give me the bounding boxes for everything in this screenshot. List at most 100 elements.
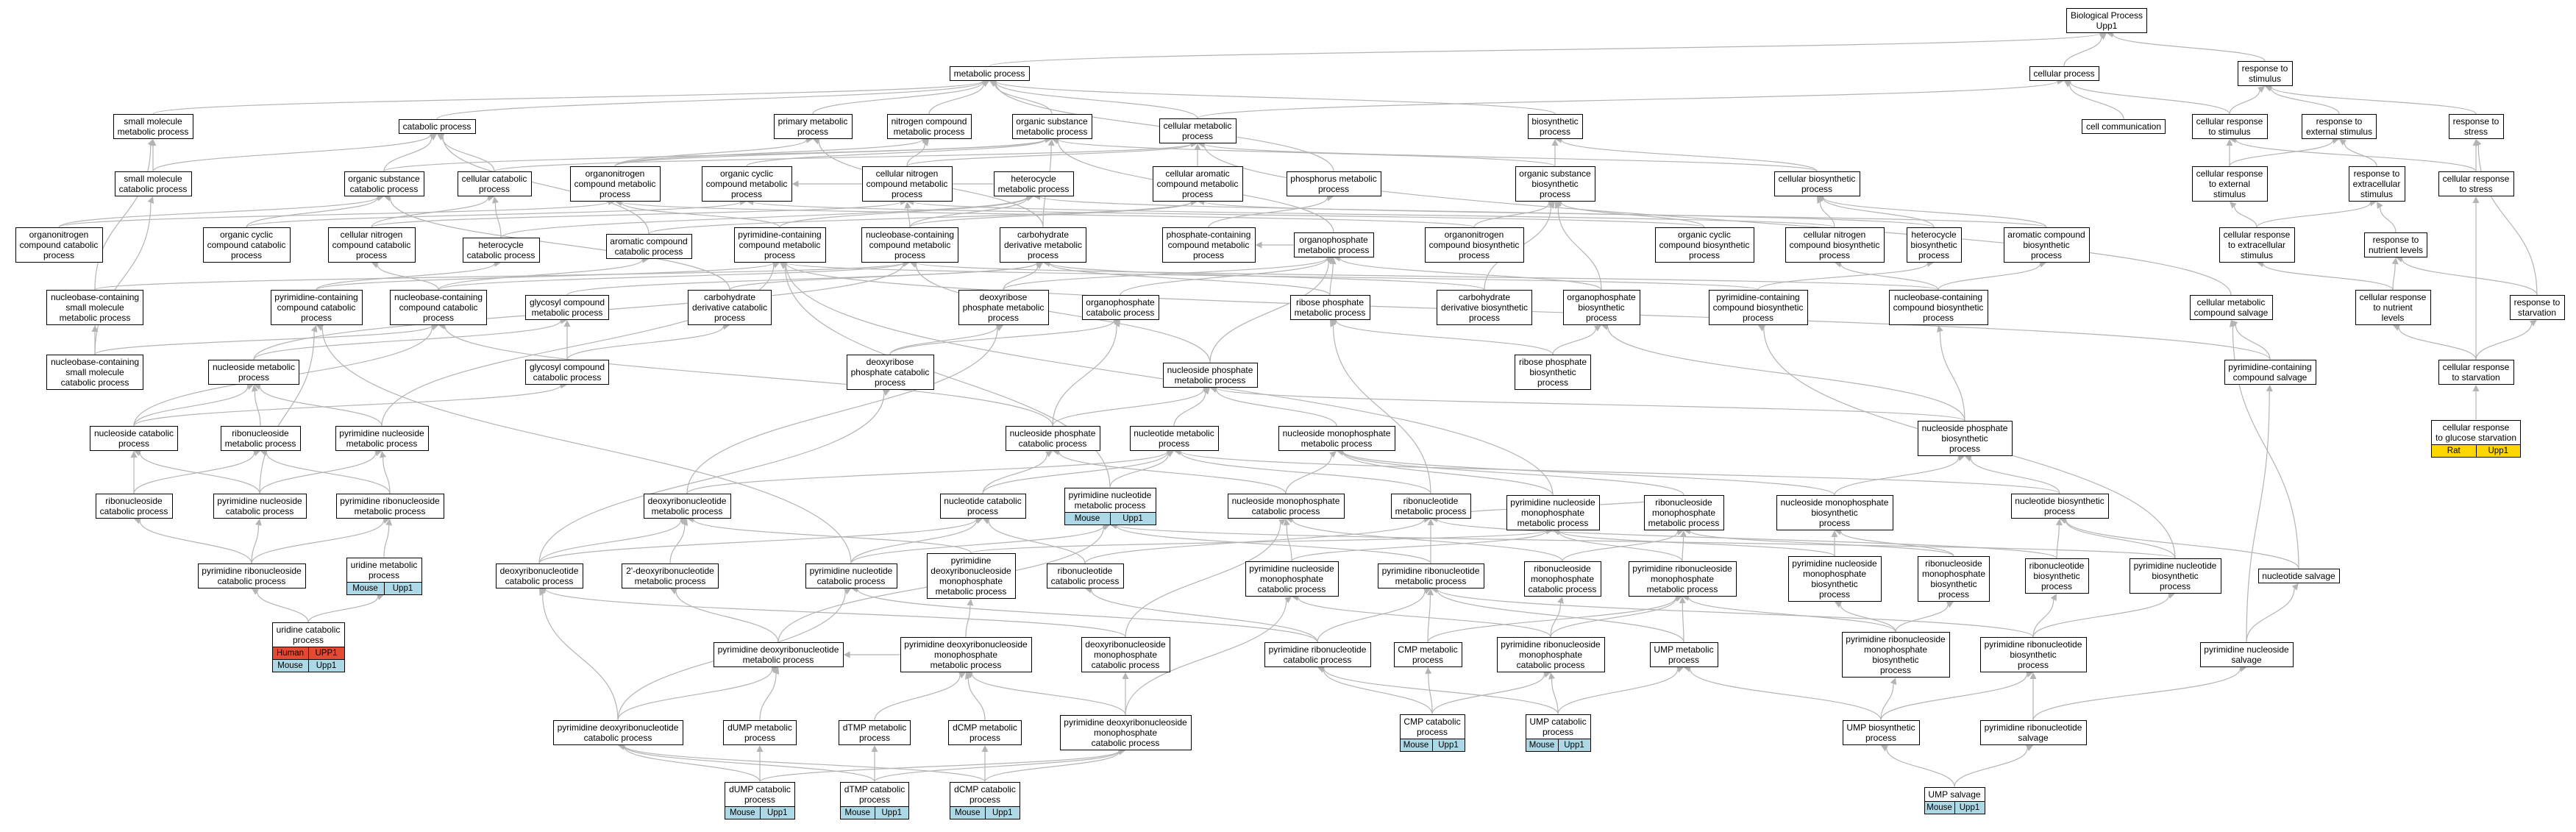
go-term-orgphos-bio[interactable]: organophosphate biosynthetic process	[1562, 290, 1640, 325]
go-term-deoxyribosephos-cat[interactable]: deoxyribose phosphate catabolic process	[846, 355, 934, 390]
go-term-ribonucmonophos-bio[interactable]: ribonucleoside monophosphate biosyntheti…	[1918, 556, 1990, 602]
go-term-pyrdeoxyribonucmonophos-met2[interactable]: pyrimidine deoxyribonucleoside monophosp…	[900, 637, 1032, 672]
go-term-nbcont-met[interactable]: nucleobase-containing compound metabolic…	[861, 227, 958, 263]
go-term-catabolic[interactable]: catabolic process	[398, 119, 476, 134]
go-term-phos-met[interactable]: phosphorus metabolic process	[1286, 171, 1381, 196]
go-term-ribonucleotide-met[interactable]: ribonucleotide metabolic process	[1390, 494, 1471, 519]
go-term-orgsub-cat[interactable]: organic substance catabolic process	[344, 171, 424, 196]
go-term-nucleoside-met[interactable]: nucleoside metabolic process	[208, 360, 299, 385]
go-term-nucmonophos-bio[interactable]: nucleoside monophosphate biosynthetic pr…	[1776, 495, 1893, 530]
go-term-orgsub-met[interactable]: organic substance metabolic process	[1011, 114, 1092, 139]
go-term-pyrribonucmonophos-cat[interactable]: pyrimidine ribonucleoside monophosphate …	[1496, 637, 1605, 672]
go-term-nucmonophos-met[interactable]: nucleoside monophosphate metabolic proce…	[1278, 426, 1395, 451]
go-term-orgcyc-met[interactable]: organic cyclic compound metabolic proces…	[701, 166, 792, 202]
go-term-metabolic[interactable]: metabolic process	[949, 66, 1030, 81]
go-term-dump-met[interactable]: dUMP metabolic process	[723, 720, 797, 745]
go-term-ribonucleoside-cat[interactable]: ribonucleoside catabolic process	[95, 494, 173, 519]
go-term-pyrdeoxyribonucleotide-met[interactable]: pyrimidine deoxyribonucleotide metabolic…	[713, 642, 844, 667]
go-term-arom-cat[interactable]: aromatic compound catabolic process	[605, 234, 692, 259]
go-term-deoxyribonucleotide-cat[interactable]: deoxyribonucleotide catabolic process	[495, 563, 583, 589]
go-term-pyrcont-cat[interactable]: pyrimidine-containing compound catabolic…	[270, 290, 363, 325]
go-term-pyrribonucleoside-cat[interactable]: pyrimidine ribonucleoside catabolic proc…	[197, 563, 306, 589]
go-term-glycosyl-cat[interactable]: glycosyl compound catabolic process	[525, 360, 609, 385]
go-term-cmp-met[interactable]: CMP metabolic process	[1393, 642, 1462, 667]
go-term-resp-ext[interactable]: response to external stimulus	[2302, 114, 2377, 139]
go-term-resp-extracell[interactable]: response to extracellular stimulus	[2348, 166, 2405, 202]
go-term-ribonucleotide-cat[interactable]: ribonucleotide catabolic process	[1046, 563, 1124, 589]
go-term-nucleotide-met[interactable]: nucleotide metabolic process	[1129, 426, 1219, 451]
go-term-nucleosidephos-bio[interactable]: nucleoside phosphate biosynthetic proces…	[1917, 421, 2013, 456]
go-term-orgN-cat[interactable]: organonitrogen compound catabolic proces…	[15, 227, 103, 263]
go-term-biosynthetic[interactable]: biosynthetic process	[1527, 114, 1583, 139]
go-term-nbcont-smallmol-met[interactable]: nucleobase-containing small molecule met…	[46, 290, 143, 325]
go-term-nucleoside-cat[interactable]: nucleoside catabolic process	[90, 426, 178, 451]
go-term-nucleotide-salvage[interactable]: nucleotide salvage	[2257, 569, 2340, 583]
go-term-deoxyribonucleotide2-met[interactable]: 2'-deoxyribonucleotide metabolic process	[622, 563, 719, 589]
go-term-deoxyribosephos-met[interactable]: deoxyribose phosphate metabolic process	[958, 290, 1049, 325]
go-term-pyrribonucleoside-met[interactable]: pyrimidine ribonucleoside metabolic proc…	[335, 494, 444, 519]
go-term-cell-cat[interactable]: cellular catabolic process	[457, 171, 532, 196]
go-term-orgN-bio[interactable]: organonitrogen compound biosynthetic pro…	[1424, 227, 1524, 263]
go-term-cellN-met[interactable]: cellular nitrogen compound metabolic pro…	[861, 166, 953, 202]
go-term-resp-nutr[interactable]: response to nutrient levels	[2364, 232, 2427, 257]
go-term-dcmp-met[interactable]: dCMP metabolic process	[948, 720, 1022, 745]
go-term-carbderiv-bio[interactable]: carbohydrate derivative biosynthetic pro…	[1437, 290, 1532, 325]
go-term-cellresp-stress[interactable]: cellular response to stress	[2438, 171, 2514, 196]
go-term-ribonucmonophos-cat[interactable]: ribonucleoside monophosphate catabolic p…	[1523, 561, 1601, 597]
go-term-cellresp-starv[interactable]: cellular response to starvation	[2438, 360, 2514, 385]
go-term-cellarom-met[interactable]: cellular aromatic compound metabolic pro…	[1152, 166, 1243, 202]
go-term-orgsub-bio[interactable]: organic substance biosynthetic process	[1515, 166, 1595, 202]
go-term-pyrnucleotide-bio[interactable]: pyrimidine nucleotide biosynthetic proce…	[2129, 558, 2221, 594]
go-term-nitrogen-met[interactable]: nitrogen compound metabolic process	[886, 114, 972, 139]
go-term-cell-resp-stim[interactable]: cellular response to stimulus	[2191, 114, 2268, 139]
go-term-cellresp-ext[interactable]: cellular response to external stimulus	[2191, 166, 2268, 202]
go-term-pyrribonucmonophos-bio[interactable]: pyrimidine ribonucleoside monophosphate …	[1841, 632, 1950, 678]
go-term-arom-bio[interactable]: aromatic compound biosynthetic process	[2003, 227, 2090, 263]
go-term-pyrdeoxyribonucmonophos-cat[interactable]: pyrimidine deoxyribonucleoside monophosp…	[1059, 715, 1192, 750]
go-term-pyrribonucleotide-bio[interactable]: pyrimidine ribonucleotide biosynthetic p…	[1979, 637, 2087, 672]
go-term-cell-comm[interactable]: cell communication	[2082, 119, 2166, 134]
go-term-pyrnucmonophos-bio[interactable]: pyrimidine nucleoside monophosphate bios…	[1787, 556, 1882, 602]
go-term-pyrnucleotide-cat[interactable]: pyrimidine nucleotide catabolic process	[805, 563, 897, 589]
go-term-resp-stress[interactable]: response to stress	[2448, 114, 2504, 139]
go-term-pyrnucmonophos-met[interactable]: pyrimidine nucleoside monophosphate meta…	[1506, 495, 1600, 530]
go-term-smallmol-met[interactable]: small molecule metabolic process	[113, 114, 193, 139]
go-term-cellN-cat[interactable]: cellular nitrogen compound catabolic pro…	[327, 227, 416, 263]
go-term-pyrribonucmonophos-met[interactable]: pyrimidine ribonucleoside monophosphate …	[1628, 561, 1737, 597]
go-term-orgphos-met[interactable]: organophosphate metabolic process	[1293, 232, 1374, 257]
go-term-pyrdeoxyribonucleotide-cat[interactable]: pyrimidine deoxyribonucleotide catabolic…	[552, 720, 683, 745]
go-term-pyrribonucleotide-cat[interactable]: pyrimidine ribonucleotide catabolic proc…	[1264, 642, 1371, 667]
go-term-ribosephos-met[interactable]: ribose phosphate metabolic process	[1289, 295, 1370, 320]
go-term-cellresp-extracell[interactable]: cellular response to extracellular stimu…	[2219, 227, 2295, 263]
go-term-cellresp-nutr[interactable]: cellular response to nutrient levels	[2355, 290, 2431, 325]
go-term-pyrnucleoside-salvage[interactable]: pyrimidine nucleoside salvage	[2199, 642, 2294, 667]
go-term-nucleosidephos-met[interactable]: nucleoside phosphate metabolic process	[1162, 363, 1258, 388]
go-term-cell-bio[interactable]: cellular biosynthetic process	[1773, 171, 1860, 196]
go-term-pyrcont-bio[interactable]: pyrimidine-containing compound biosynthe…	[1708, 290, 1808, 325]
go-term-phoscont-met[interactable]: phosphate-containing compound metabolic …	[1161, 227, 1256, 263]
go-term-nucleotide-cat[interactable]: nucleotide catabolic process	[939, 494, 1026, 519]
go-term-smallmol-cat[interactable]: small molecule catabolic process	[114, 171, 192, 196]
go-term-cellN-bio[interactable]: cellular nitrogen compound biosynthetic …	[1785, 227, 1885, 263]
go-term-pyrdeoxyribonucmonophos-met[interactable]: pyrimidine deoxyribonucleoside monophosp…	[926, 553, 1016, 599]
go-term-resp-starv[interactable]: response to starvation	[2509, 295, 2565, 320]
go-term-carbderiv-met[interactable]: carbohydrate derivative metabolic proces…	[1000, 227, 1086, 263]
go-term-ribonucmonophos-met[interactable]: ribonucleoside monophosphate metabolic p…	[1643, 495, 1724, 530]
go-term-resp-stim[interactable]: response to stimulus	[2237, 61, 2293, 86]
go-term-orgphos-cat[interactable]: organophosphate catabolic process	[1081, 295, 1159, 320]
go-term-heterocycle-met[interactable]: heterocycle metabolic process	[993, 171, 1074, 196]
go-term-cell-met-salvage[interactable]: cellular metabolic compound salvage	[2189, 295, 2273, 320]
go-term-pyrcont-met[interactable]: pyrimidine-containing compound metabolic…	[733, 227, 826, 263]
go-term-orgN-met[interactable]: organonitrogen compound metabolic proces…	[569, 166, 661, 202]
go-term-nucleotide-bio[interactable]: nucleotide biosynthetic process	[2010, 494, 2109, 519]
go-term-bp[interactable]: Biological Process Upp1	[2066, 8, 2147, 33]
